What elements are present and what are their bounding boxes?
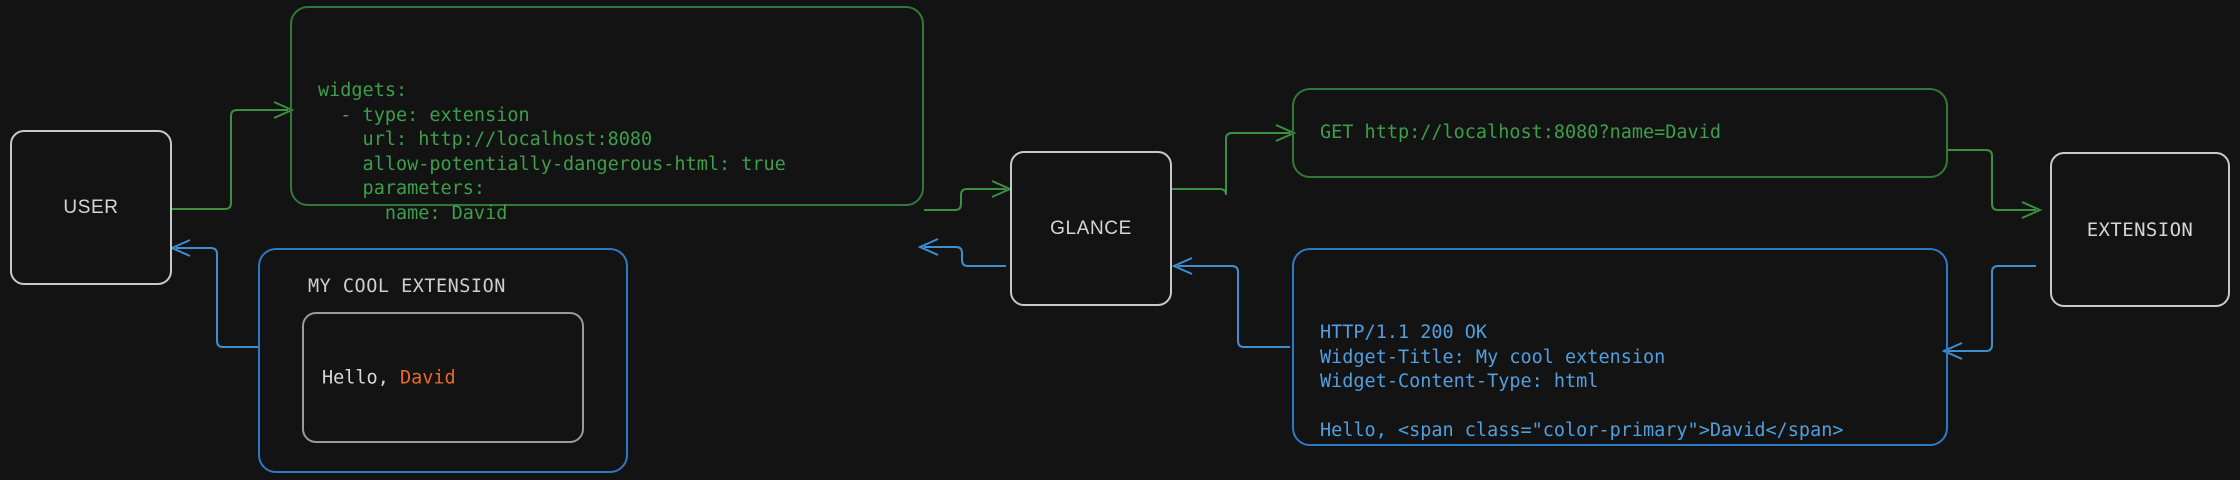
http-response-box: HTTP/1.1 200 OK Widget-Title: My cool ex…	[1292, 248, 1948, 446]
node-glance[interactable]: GLANCE	[1010, 151, 1172, 306]
widget-preview-greeting: Hello, David	[322, 367, 456, 388]
edge-config-to-glance	[924, 188, 1006, 211]
edge-response-to-glance	[1178, 265, 1290, 348]
edge-user-to-config	[172, 109, 288, 210]
http-request-text: GET http://localhost:8080?name=David	[1320, 121, 1721, 143]
arrowhead-extension-to-response	[1941, 342, 1963, 360]
http-request-box: GET http://localhost:8080?name=David	[1292, 88, 1948, 178]
edge-extension-to-response	[1948, 265, 2036, 352]
edge-glance-to-widget	[924, 246, 1006, 267]
node-glance-label: GLANCE	[1050, 217, 1132, 239]
widget-greeting-name: David	[399, 367, 456, 388]
arrowhead-response-to-glance	[1171, 257, 1193, 275]
node-extension[interactable]: EXTENSION	[2050, 152, 2230, 307]
edge-glance-to-request	[1172, 132, 1290, 196]
widget-preview-title: MY COOL EXTENSION	[308, 276, 506, 297]
arrowhead-request-to-extension	[2021, 201, 2043, 219]
config-yaml-box: widgets: - type: extension url: http://l…	[290, 6, 924, 224]
arrowhead-widget-to-user	[169, 239, 191, 257]
node-user[interactable]: USER	[10, 130, 172, 285]
widget-preview-box[interactable]: MY COOL EXTENSION Hello, David	[258, 248, 628, 473]
arrowhead-user-to-config	[273, 101, 295, 119]
widget-preview-body: Hello, David	[302, 312, 584, 443]
widget-greeting-prefix: Hello,	[322, 367, 400, 388]
http-response-text: HTTP/1.1 200 OK Widget-Title: My cool ex…	[1320, 322, 1844, 441]
arrowhead-glance-to-request	[1275, 124, 1297, 142]
node-user-label: USER	[63, 196, 119, 218]
config-yaml-text: widgets: - type: extension url: http://l…	[318, 80, 786, 224]
node-extension-label: EXTENSION	[2086, 218, 2194, 241]
edge-request-to-extension	[1948, 149, 2036, 211]
arrowhead-glance-to-widget	[917, 238, 939, 256]
edge-widget-to-user	[176, 247, 258, 348]
